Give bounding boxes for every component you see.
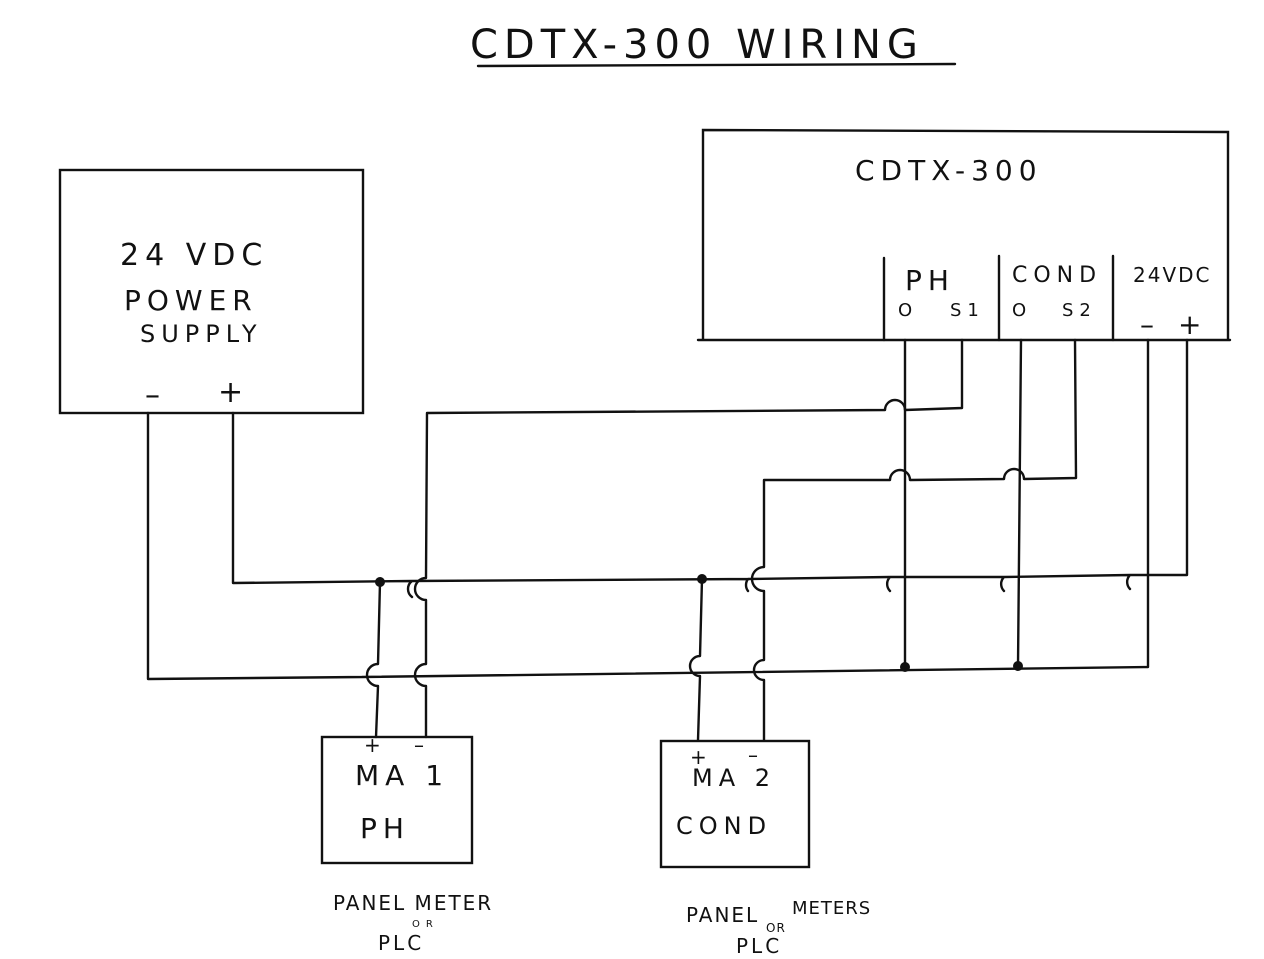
power-supply-line1: 24 VDC — [120, 238, 268, 273]
ma1-plus-wire — [365, 580, 382, 739]
power-terminal-minus: – — [1140, 308, 1160, 341]
junction-dot-ma2 — [697, 574, 707, 584]
ma2-plus-wire — [688, 577, 704, 742]
positive-bus-wire — [231, 338, 1189, 599]
ph-terminal-s1: S1 — [950, 300, 985, 321]
ma1-minus-label: – — [414, 733, 430, 757]
cond-common-wire — [1016, 338, 1023, 668]
ma2-note-or: OR — [766, 921, 786, 935]
cond-terminal-s2: S2 — [1062, 300, 1097, 321]
ph-terminal-0: O — [898, 300, 918, 321]
junction-dot-cond-common — [1013, 661, 1023, 671]
ma1-note-line3: PLC — [378, 931, 424, 955]
ma2-plus-label: + — [690, 745, 713, 769]
transmitter-name: CDTX-300 — [855, 154, 1043, 187]
ma1-ph-label: PH — [360, 812, 410, 845]
ma1-minus-wire — [413, 338, 964, 739]
negative-bus-wire — [146, 338, 1150, 681]
power-supply-minus: – — [145, 378, 166, 413]
ma1-note-line1: PANEL METER — [333, 891, 493, 915]
power-supply-line2: POWER — [124, 284, 258, 317]
power-group-label: 24VDC — [1133, 263, 1212, 287]
power-supply-box — [58, 168, 365, 415]
ma2-minus-label: – — [748, 743, 764, 767]
ma1-note-or: OR — [412, 919, 439, 930]
ma1-box — [320, 735, 474, 865]
ma2-box — [659, 739, 811, 869]
power-supply-line3: SUPPLY — [140, 320, 263, 348]
ma1-plus-label: + — [364, 733, 387, 757]
junction-dot-ma1 — [375, 577, 385, 587]
power-supply-plus: + — [218, 375, 249, 410]
ph-group-label: PH — [905, 264, 955, 297]
power-terminal-plus: + — [1178, 308, 1207, 341]
title-underline — [476, 62, 957, 68]
cond-terminal-0: O — [1012, 300, 1032, 321]
diagram-title: CDTX-300 WIRING — [470, 22, 924, 68]
ma1-label: MA 1 — [355, 759, 449, 792]
ma2-label: MA 2 — [692, 764, 776, 792]
ma2-note-line1: PANEL — [686, 903, 759, 927]
junction-dot-ph-common — [900, 662, 910, 672]
ma2-minus-wire — [750, 338, 1078, 742]
ma2-note-line3: PLC — [736, 934, 782, 958]
ma2-cond-label: COND — [676, 812, 772, 840]
cond-group-label: COND — [1012, 263, 1102, 288]
transmitter-box — [701, 128, 1230, 340]
ma2-note-line2: METERS — [792, 898, 871, 919]
